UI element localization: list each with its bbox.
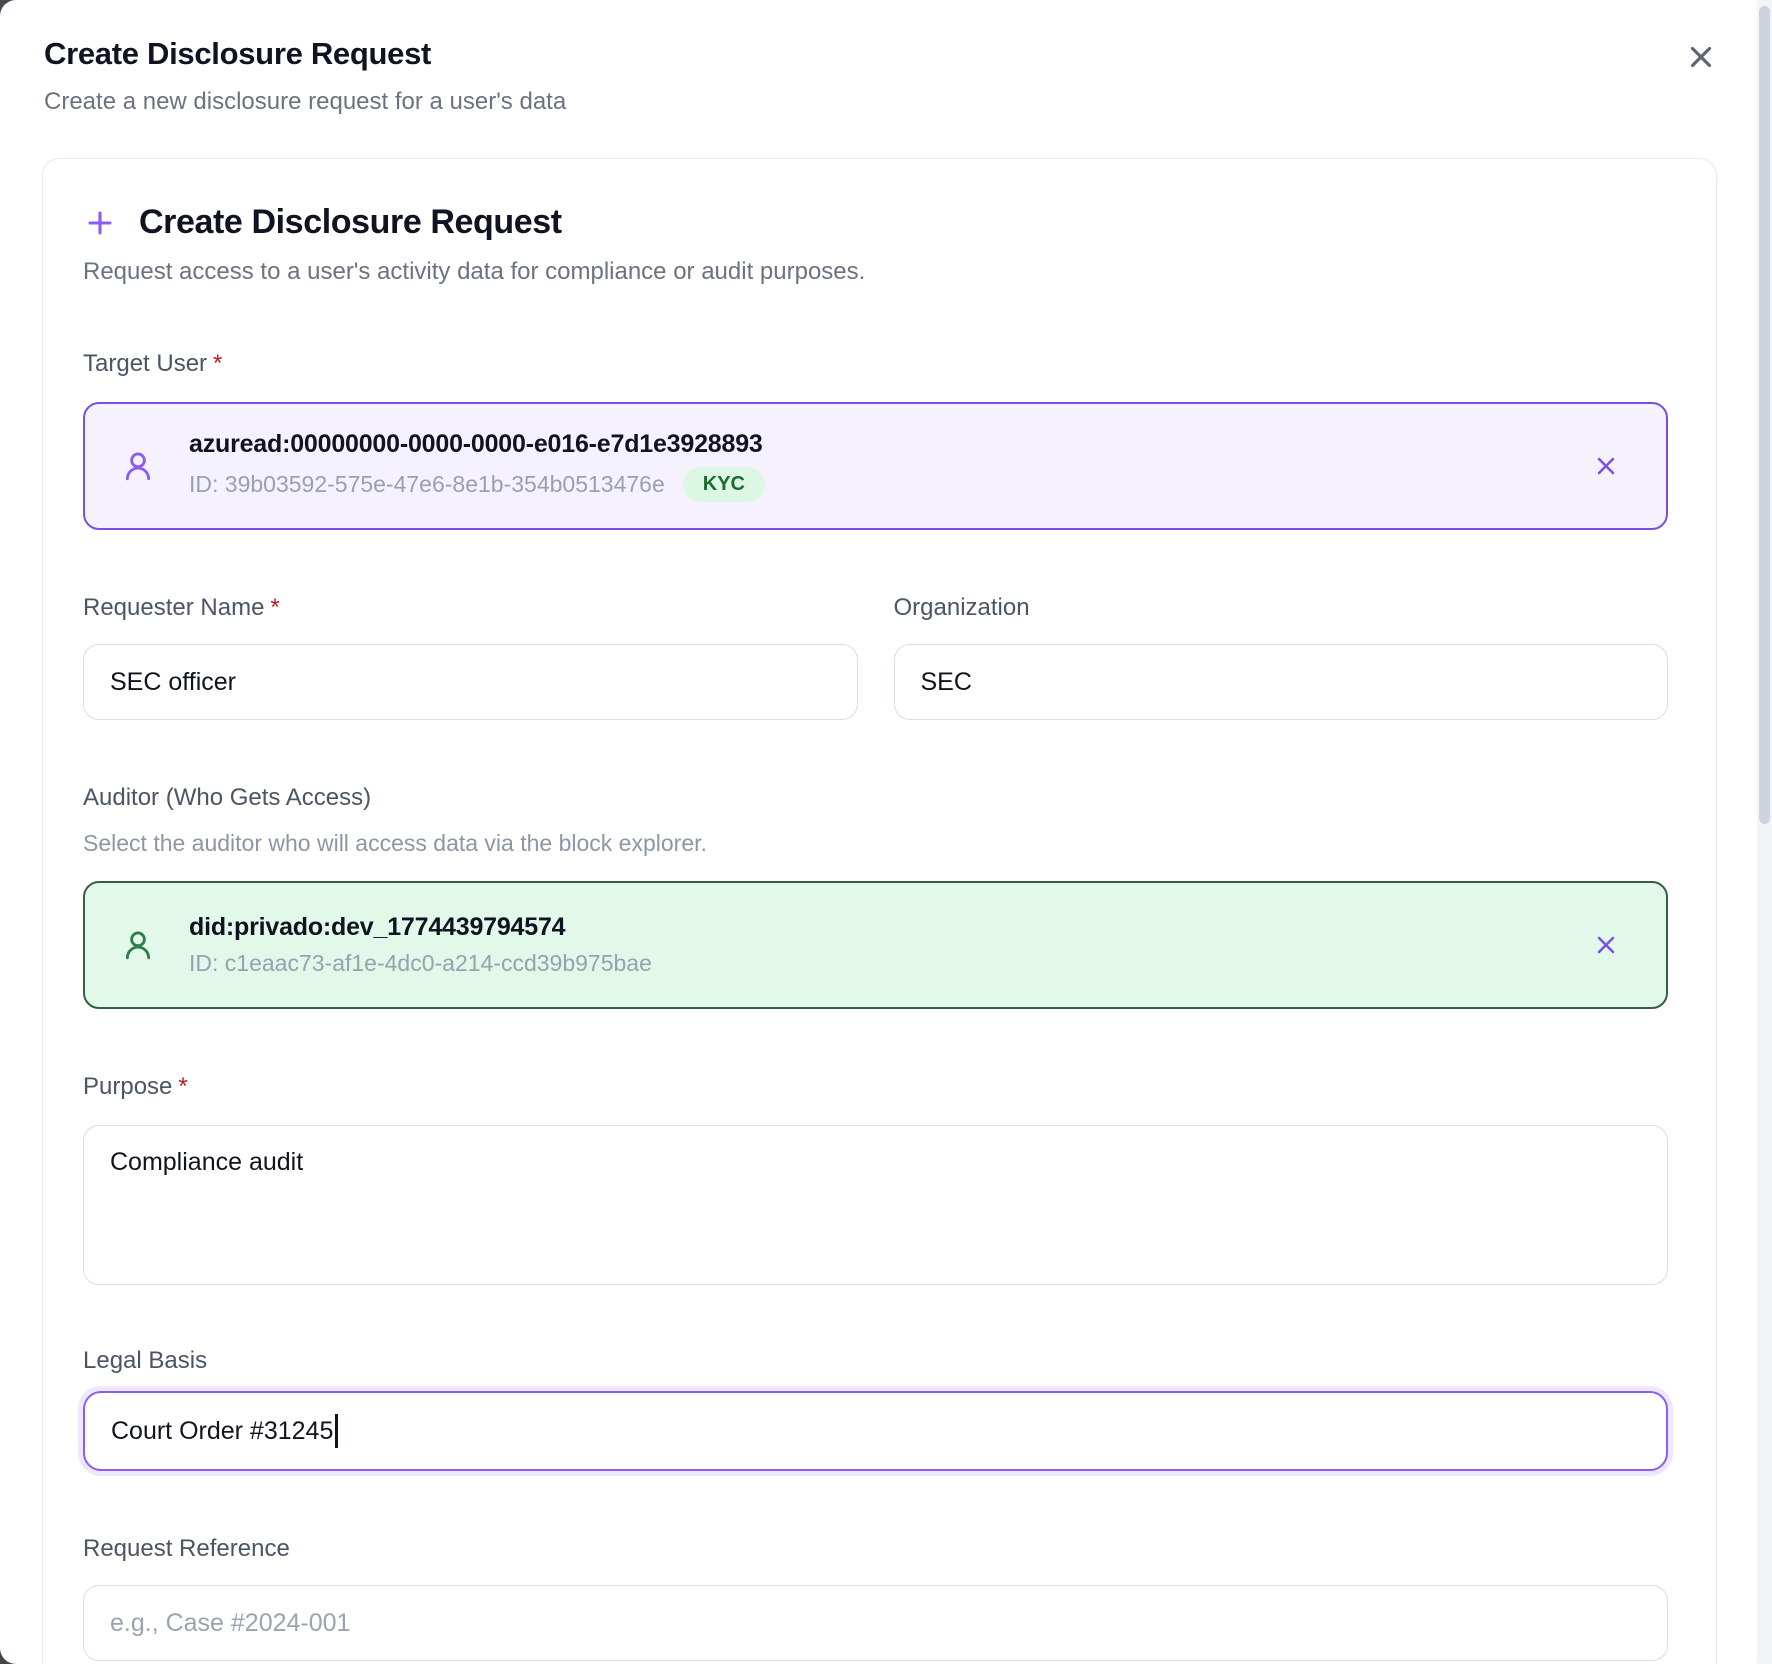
purpose-label: Purpose* [83, 1073, 1668, 1101]
requester-organization-row: Requester Name* Organization [83, 594, 1668, 720]
legal-basis-section: Legal Basis Court Order #31245 [83, 1347, 1668, 1471]
card-heading-row: Create Disclosure Request [83, 203, 1668, 242]
auditor-chip-body: did:privado:dev_1774439794574 ID: c1eaac… [189, 913, 652, 977]
card-heading: Create Disclosure Request [139, 203, 562, 241]
card-description: Request access to a user's activity data… [83, 258, 866, 285]
organization-field: Organization [893, 594, 1668, 720]
user-icon [121, 449, 155, 483]
kyc-badge: KYC [682, 467, 765, 502]
scrollbar-thumb[interactable] [1759, 6, 1770, 824]
request-reference-section: Request Reference [83, 1535, 1668, 1661]
legal-basis-input[interactable]: Court Order #31245 [83, 1391, 1668, 1471]
disclosure-request-card: Create Disclosure Request Request access… [42, 158, 1717, 1664]
auditor-label: Auditor (Who Gets Access) [83, 784, 372, 811]
modal-header: Create Disclosure Request Create a new d… [0, 0, 1772, 116]
requester-name-field: Requester Name* [83, 594, 858, 720]
organization-input[interactable] [893, 644, 1668, 720]
purpose-label-text: Purpose [83, 1073, 173, 1100]
purpose-textarea[interactable]: Compliance audit [83, 1125, 1668, 1285]
target-user-remove-icon[interactable] [1592, 452, 1620, 480]
legal-basis-value: Court Order #31245 [111, 1416, 334, 1445]
auditor-id: ID: c1eaac73-af1e-4dc0-a214-ccd39b975bae [189, 950, 652, 976]
target-user-section: Target User* azuread:00000000-0000-0000-… [83, 350, 1668, 530]
target-user-chip-body: azuread:00000000-0000-0000-e016-e7d1e392… [189, 430, 765, 502]
user-icon [121, 928, 155, 962]
organization-label: Organization [893, 594, 1030, 621]
required-asterisk: * [178, 1073, 188, 1100]
modal-subtitle: Create a new disclosure request for a us… [44, 88, 567, 115]
modal-title: Create Disclosure Request [44, 36, 432, 71]
purpose-section: Purpose* Compliance audit [83, 1073, 1668, 1285]
auditor-helper-text: Select the auditor who will access data … [83, 830, 707, 856]
text-cursor [335, 1414, 338, 1448]
scrollbar-track[interactable] [1757, 0, 1772, 1664]
required-asterisk: * [270, 594, 280, 621]
close-icon[interactable] [1684, 40, 1718, 74]
requester-name-input[interactable] [83, 644, 858, 720]
auditor-remove-icon[interactable] [1592, 931, 1620, 959]
target-user-name: azuread:00000000-0000-0000-e016-e7d1e392… [189, 430, 763, 458]
target-user-label-text: Target User [83, 350, 208, 377]
required-asterisk: * [213, 350, 223, 377]
target-user-label: Target User* [83, 350, 1668, 378]
target-user-selected-chip: azuread:00000000-0000-0000-e016-e7d1e392… [83, 402, 1668, 530]
request-reference-label: Request Reference [83, 1535, 290, 1562]
target-user-id-row: ID: 39b03592-575e-47e6-8e1b-354b0513476e… [189, 467, 765, 502]
request-reference-input[interactable] [83, 1585, 1668, 1661]
requester-name-label: Requester Name* [83, 594, 858, 622]
auditor-section: Auditor (Who Gets Access) Select the aud… [83, 784, 1668, 1009]
legal-basis-label: Legal Basis [83, 1347, 208, 1374]
requester-name-label-text: Requester Name [83, 594, 265, 621]
plus-icon [83, 206, 117, 240]
target-user-id: ID: 39b03592-575e-47e6-8e1b-354b0513476e [189, 471, 665, 497]
auditor-selected-chip: did:privado:dev_1774439794574 ID: c1eaac… [83, 881, 1668, 1009]
auditor-name: did:privado:dev_1774439794574 [189, 913, 566, 941]
